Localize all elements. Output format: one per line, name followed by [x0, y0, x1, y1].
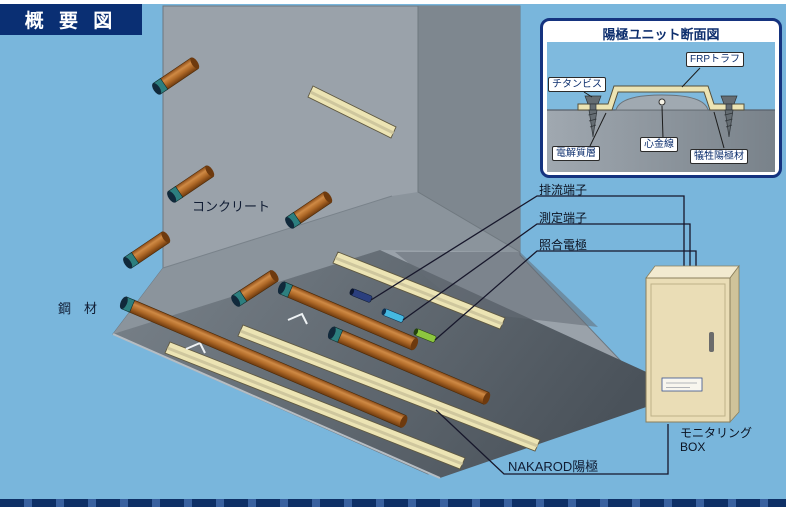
sacrificial-anode-leader [713, 111, 725, 149]
mounting-clip [185, 341, 206, 354]
monitoring-box [645, 264, 740, 424]
inset-core-wire-dot [658, 98, 666, 106]
inset-screw-right [720, 95, 738, 138]
wiring-lines [370, 195, 697, 475]
box-top-face [645, 265, 740, 279]
trough-upper-wall [307, 85, 397, 139]
inset-label-core-wire: 心金線 [640, 137, 678, 152]
inset-label-titanium-screw: チタンビス [548, 77, 606, 92]
steel-rod [167, 165, 215, 203]
bottom-border-strip [0, 499, 786, 507]
column-shadow [395, 252, 598, 327]
slab-bottom-edge [112, 333, 441, 479]
steel-rod [152, 57, 200, 95]
trough-lower-b [237, 324, 541, 452]
nameplate-text-lines [666, 382, 697, 388]
box-nameplate [661, 377, 703, 392]
drain-terminal-label: 排流端子 [539, 183, 588, 197]
titanium-screw-leader [583, 91, 593, 98]
inset-label-sacrificial-anode: 犠牲陽極材 [690, 149, 748, 164]
steel-rod-long [277, 281, 419, 351]
box-side-face [729, 264, 740, 424]
nakarod-anode-label: NAKAROD陽極 [508, 459, 599, 474]
measurement-terminal-line [402, 223, 691, 321]
steel-rods-soffit [119, 281, 491, 428]
frp-trough-leader [681, 67, 701, 88]
steel-rod [285, 191, 333, 229]
page-title-bar: 概 要 図 [0, 4, 142, 35]
inset-label-electrolyte-layer: 電解質層 [552, 146, 600, 161]
reference-electrode-label: 照合電極 [539, 238, 588, 252]
wall-fold-line [162, 195, 393, 269]
box-door [650, 283, 726, 417]
steel-rod [123, 231, 171, 269]
inset-leader-lines [583, 67, 725, 149]
steel-rod [231, 269, 279, 307]
column-edge-line [417, 6, 521, 253]
nakarod-anode-line [435, 409, 669, 475]
electrolyte-layer-leader [589, 112, 607, 147]
page-title: 概 要 図 [24, 11, 118, 32]
steel-rod-long [327, 326, 491, 405]
haunch-face [113, 192, 520, 334]
drain-terminal-line [370, 195, 685, 301]
concrete-label: コンクリート [192, 199, 271, 214]
mounting-clip [287, 312, 308, 325]
monitoring-box-label-line1: モニタリング [680, 426, 753, 440]
steel-rod-long [119, 296, 408, 428]
trough-lower-a [164, 341, 466, 470]
trough-middle [332, 251, 506, 330]
measurement-terminal-marker [381, 308, 405, 323]
column-right-face [418, 6, 520, 252]
monitoring-box-label-line2: BOX [680, 440, 706, 454]
inset-label-frp-trough: FRPトラフ [686, 52, 744, 67]
reference-electrode-line [434, 250, 697, 341]
steel-rods-wall [123, 57, 333, 307]
anode-troughs [164, 85, 541, 470]
inset-title: 陽極ユニット断面図 [602, 27, 720, 42]
box-handle [709, 332, 714, 352]
inset-screw-left [584, 95, 602, 138]
steel-label: 鋼 材 [58, 301, 98, 316]
box-front-face [645, 277, 731, 423]
measurement-terminal-label: 測定端子 [539, 211, 588, 225]
core-wire-leader [661, 105, 664, 139]
inset-frp-trough [577, 85, 745, 111]
